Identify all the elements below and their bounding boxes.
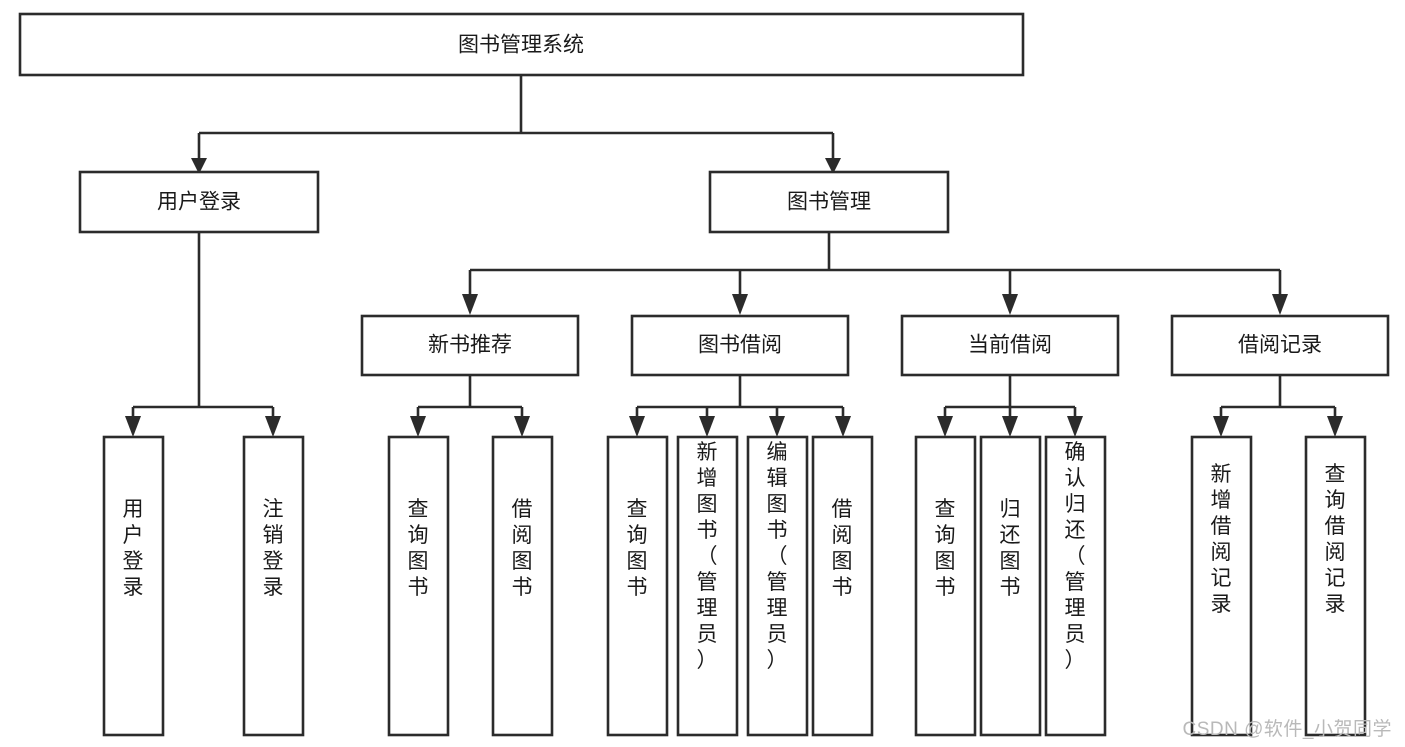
arrow-to-leaf-query-book-1 xyxy=(410,416,426,437)
arrow-to-leaf-borrow-book-1 xyxy=(514,416,530,437)
arrow-to-leaf-add-book xyxy=(699,416,715,437)
node-book-manage[interactable]: 图书管理 xyxy=(708,170,950,234)
arrow-to-leaf-borrow-book-2 xyxy=(835,416,851,437)
leaf-confirm-return-box[interactable] xyxy=(1044,435,1107,737)
arrow-to-leaf-edit-book xyxy=(769,416,785,437)
arrow-to-leaf-return-book xyxy=(1002,416,1018,437)
csdn-watermark: CSDN @软件_小贺同学 xyxy=(1182,719,1392,740)
node-new-book-recommend-box[interactable] xyxy=(360,314,580,377)
leaf-query-borrow-record-box[interactable] xyxy=(1304,435,1367,737)
leaf-borrow-book-box[interactable] xyxy=(811,435,874,737)
leaf-edit-book-label: 编辑图书（管理员） xyxy=(767,441,788,672)
leaf-edit-book[interactable]: 编辑图书（管理员） xyxy=(746,435,809,737)
node-book-borrow-box[interactable] xyxy=(630,314,850,377)
node-current-borrow-label: 当前借阅 xyxy=(968,334,1052,357)
node-new-book-recommend[interactable]: 新书推荐 xyxy=(360,314,580,377)
leaf-query-book-current-label: 查询图书 xyxy=(935,498,956,599)
node-borrow-record[interactable]: 借阅记录 xyxy=(1170,314,1390,377)
arrow-to-leaf-query-record xyxy=(1327,416,1343,437)
arrow-to-leaf-user-login xyxy=(125,416,141,437)
leaf-return-book-box[interactable] xyxy=(979,435,1042,737)
leaf-borrow-book-recommend-box[interactable] xyxy=(491,435,554,737)
node-root[interactable]: 图书管理系统 xyxy=(18,12,1025,77)
node-current-borrow-box[interactable] xyxy=(900,314,1120,377)
leaf-logout-box[interactable] xyxy=(242,435,305,737)
arrow-to-leaf-query-book-3 xyxy=(937,416,953,437)
leaf-query-book-current[interactable]: 查询图书 xyxy=(914,435,977,737)
leaf-confirm-return[interactable]: 确认归还（管理员） xyxy=(1044,435,1107,737)
arrow-to-leaf-add-record xyxy=(1213,416,1229,437)
node-new-book-recommend-label: 新书推荐 xyxy=(428,334,512,357)
arrow-to-new-book xyxy=(462,294,478,315)
leaf-user-login[interactable]: 用户登录 xyxy=(102,435,165,737)
node-root-box[interactable] xyxy=(18,12,1025,77)
leaf-add-borrow-record[interactable]: 新增借阅记录 xyxy=(1190,435,1253,737)
leaf-user-login-label: 用户登录 xyxy=(123,498,144,599)
node-user-login[interactable]: 用户登录 xyxy=(78,170,320,234)
leaf-user-login-box[interactable] xyxy=(102,435,165,737)
connector-layer xyxy=(125,75,1343,437)
leaf-borrow-book-label: 借阅图书 xyxy=(832,498,853,599)
leaf-query-book-recommend-label: 查询图书 xyxy=(408,498,429,599)
node-root-label: 图书管理系统 xyxy=(458,34,584,57)
leaf-return-book[interactable]: 归还图书 xyxy=(979,435,1042,737)
node-user-login-box[interactable] xyxy=(78,170,320,234)
leaf-logout[interactable]: 注销登录 xyxy=(242,435,305,737)
leaf-query-book-recommend[interactable]: 查询图书 xyxy=(387,435,450,737)
node-user-login-label: 用户登录 xyxy=(157,191,241,214)
leaf-query-borrow-record-label: 查询借阅记录 xyxy=(1325,463,1346,616)
node-book-manage-label: 图书管理 xyxy=(787,191,871,214)
node-current-borrow[interactable]: 当前借阅 xyxy=(900,314,1120,377)
leaf-add-book[interactable]: 新增图书（管理员） xyxy=(676,435,739,737)
node-book-borrow[interactable]: 图书借阅 xyxy=(630,314,850,377)
node-borrow-record-label: 借阅记录 xyxy=(1238,334,1322,357)
leaf-borrow-book-recommend[interactable]: 借阅图书 xyxy=(491,435,554,737)
leaf-confirm-return-label: 确认归还（管理员） xyxy=(1065,441,1086,672)
leaf-query-book-recommend-box[interactable] xyxy=(387,435,450,737)
leaf-query-book-borrow[interactable]: 查询图书 xyxy=(606,435,669,737)
leaf-add-book-box[interactable] xyxy=(676,435,739,737)
leaf-query-book-current-box[interactable] xyxy=(914,435,977,737)
leaf-logout-label: 注销登录 xyxy=(263,498,284,599)
arrow-to-user-login xyxy=(191,158,207,174)
arrow-to-book-manage xyxy=(825,158,841,174)
leaf-borrow-book-recommend-label: 借阅图书 xyxy=(512,498,533,599)
leaf-borrow-book[interactable]: 借阅图书 xyxy=(811,435,874,737)
leaf-add-borrow-record-label: 新增借阅记录 xyxy=(1211,463,1232,616)
leaf-return-book-label: 归还图书 xyxy=(1000,498,1021,599)
arrow-to-leaf-logout xyxy=(265,416,281,437)
arrow-to-borrow-record xyxy=(1272,294,1288,315)
leaf-query-book-borrow-box[interactable] xyxy=(606,435,669,737)
node-book-borrow-label: 图书借阅 xyxy=(698,334,782,357)
leaf-add-borrow-record-box[interactable] xyxy=(1190,435,1253,737)
node-borrow-record-box[interactable] xyxy=(1170,314,1390,377)
arrow-to-current-borrow xyxy=(1002,294,1018,315)
leaf-query-book-borrow-label: 查询图书 xyxy=(627,498,648,599)
arrow-to-leaf-query-book-2 xyxy=(629,416,645,437)
arrow-to-book-borrow xyxy=(732,294,748,315)
node-book-manage-box[interactable] xyxy=(708,170,950,234)
leaf-edit-book-box[interactable] xyxy=(746,435,809,737)
leaf-query-borrow-record[interactable]: 查询借阅记录 xyxy=(1304,435,1367,737)
leaf-add-book-label: 新增图书（管理员） xyxy=(697,441,718,672)
arrow-to-leaf-confirm-return xyxy=(1067,416,1083,437)
